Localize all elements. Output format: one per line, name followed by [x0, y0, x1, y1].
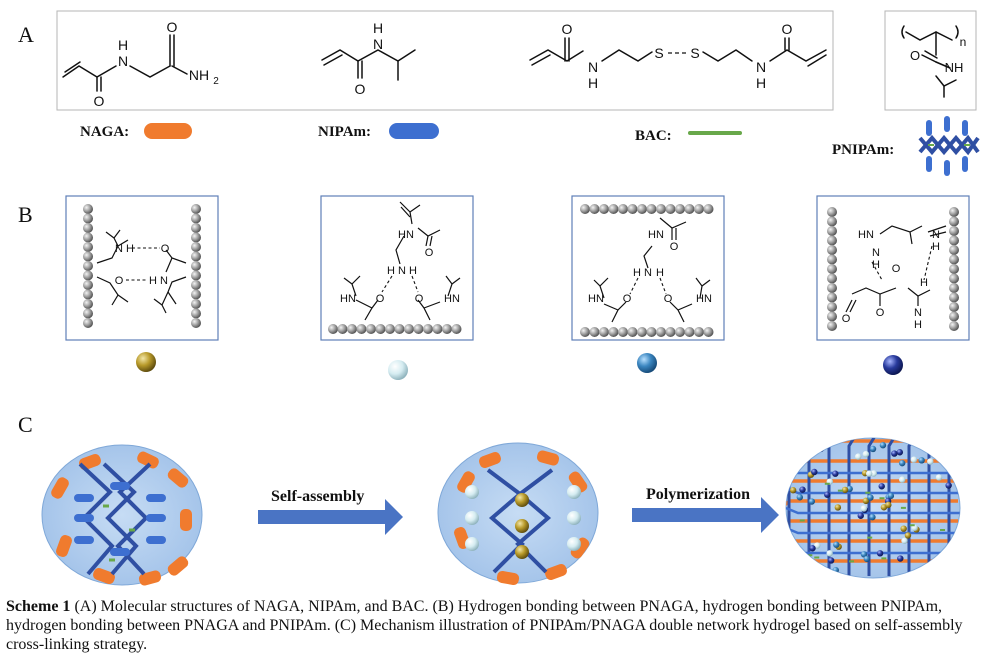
gel-self-assembled: [437, 442, 599, 586]
b2-n: N: [398, 265, 406, 277]
pnipam-n-subscript: n: [960, 35, 967, 49]
b2-o2: O: [376, 293, 385, 305]
bac-n1: N: [588, 59, 598, 75]
hbond-box-pnipam: [816, 195, 970, 341]
b2-hn3: HN: [444, 293, 460, 305]
sphere-teal: [637, 353, 657, 373]
naga-h: H: [118, 37, 128, 53]
naga-n: N: [118, 53, 128, 69]
b1-n2: N: [160, 275, 168, 287]
b1-n: N: [115, 243, 123, 255]
naga-capsule-icon: [144, 123, 192, 139]
legend-nipam-label: NIPAm:: [318, 124, 371, 140]
b2-h2: H: [409, 265, 417, 277]
b4-o2: O: [876, 307, 885, 319]
bac-o2: O: [782, 21, 793, 37]
b1-o2: O: [115, 275, 124, 287]
bac-o1: O: [562, 21, 573, 37]
b1-h2: H: [149, 275, 157, 287]
b4-n2: N: [872, 247, 880, 259]
legend-pnipam-label: PNIPAm:: [832, 142, 894, 158]
scheme-caption: Scheme 1 (A) Molecular structures of NAG…: [6, 597, 991, 654]
legend-naga-label: NAGA:: [80, 124, 129, 140]
self-assembly-label: Self-assembly: [271, 488, 364, 505]
b2-h: H: [387, 265, 395, 277]
naga-o2: O: [167, 19, 178, 35]
sphere-navy: [883, 355, 903, 375]
bac-n2: N: [756, 59, 766, 75]
caption-label: Scheme 1: [6, 598, 71, 615]
naga-subscript: 2: [213, 76, 219, 87]
b2-hn2: HN: [340, 293, 356, 305]
b4-n: N: [932, 229, 940, 241]
polymerization-arrow: [632, 497, 779, 533]
pnipam-structure-box: [884, 10, 977, 111]
b1-h: H: [126, 243, 134, 255]
sphere-pale-blue: [388, 360, 408, 380]
nipam-capsule-icon: [389, 123, 439, 139]
b4-hn: HN: [858, 229, 874, 241]
gel-monomers: [41, 444, 203, 586]
nipam-o: O: [355, 81, 366, 97]
hbond-box-pnaga: [65, 195, 219, 341]
b2-hn: HN: [398, 229, 414, 241]
hbond-box-pnaga-pnipam-2: [571, 195, 725, 341]
bead-chains: [83, 204, 959, 337]
gel-double-network: [785, 437, 961, 579]
bac-h2: H: [756, 75, 766, 91]
panel-letter-a: A: [18, 22, 34, 47]
naga-o1: O: [94, 93, 105, 109]
panel-letter-b: B: [18, 202, 33, 227]
bac-h1: H: [588, 75, 598, 91]
b3-o: O: [670, 241, 679, 253]
b3-hn2: HN: [588, 293, 604, 305]
pnipam-chain-icon: [918, 116, 980, 176]
naga-nh2: NH: [189, 67, 209, 83]
b3-o2: O: [623, 293, 632, 305]
panel-letter-c: C: [18, 412, 33, 437]
b2-o3: O: [415, 293, 424, 305]
b3-n: N: [644, 267, 652, 279]
bac-s1: S: [654, 45, 663, 61]
b4-h4: H: [914, 319, 922, 331]
b4-h2: H: [872, 259, 880, 271]
b4-o3: O: [842, 313, 851, 325]
b1-o: O: [161, 243, 170, 255]
polymerization-label: Polymerization: [646, 486, 750, 503]
pnipam-nh: NH: [945, 60, 964, 75]
b4-n3: N: [914, 307, 922, 319]
scheme-graphic: A B C: [18, 10, 980, 586]
pnipam-o: O: [910, 48, 920, 63]
sphere-olive: [136, 352, 156, 372]
b4-h3: H: [920, 277, 928, 289]
nipam-n: N: [373, 36, 383, 52]
caption-text: (A) Molecular structures of NAGA, NIPAm,…: [6, 598, 963, 653]
legend-bac-label: BAC:: [635, 128, 672, 144]
hbond-box-pnaga-pnipam: [320, 195, 474, 341]
monomer-structures-box: [56, 10, 834, 111]
b3-hn: HN: [648, 229, 664, 241]
b4-h: H: [932, 241, 940, 253]
b3-hn3: HN: [696, 293, 712, 305]
self-assembly-arrow: [258, 499, 403, 535]
b3-o3: O: [664, 293, 673, 305]
b4-o: O: [892, 263, 901, 275]
b3-h: H: [633, 267, 641, 279]
bac-s2: S: [690, 45, 699, 61]
nipam-h: H: [373, 20, 383, 36]
b2-o: O: [425, 247, 434, 259]
b3-h2: H: [656, 267, 664, 279]
